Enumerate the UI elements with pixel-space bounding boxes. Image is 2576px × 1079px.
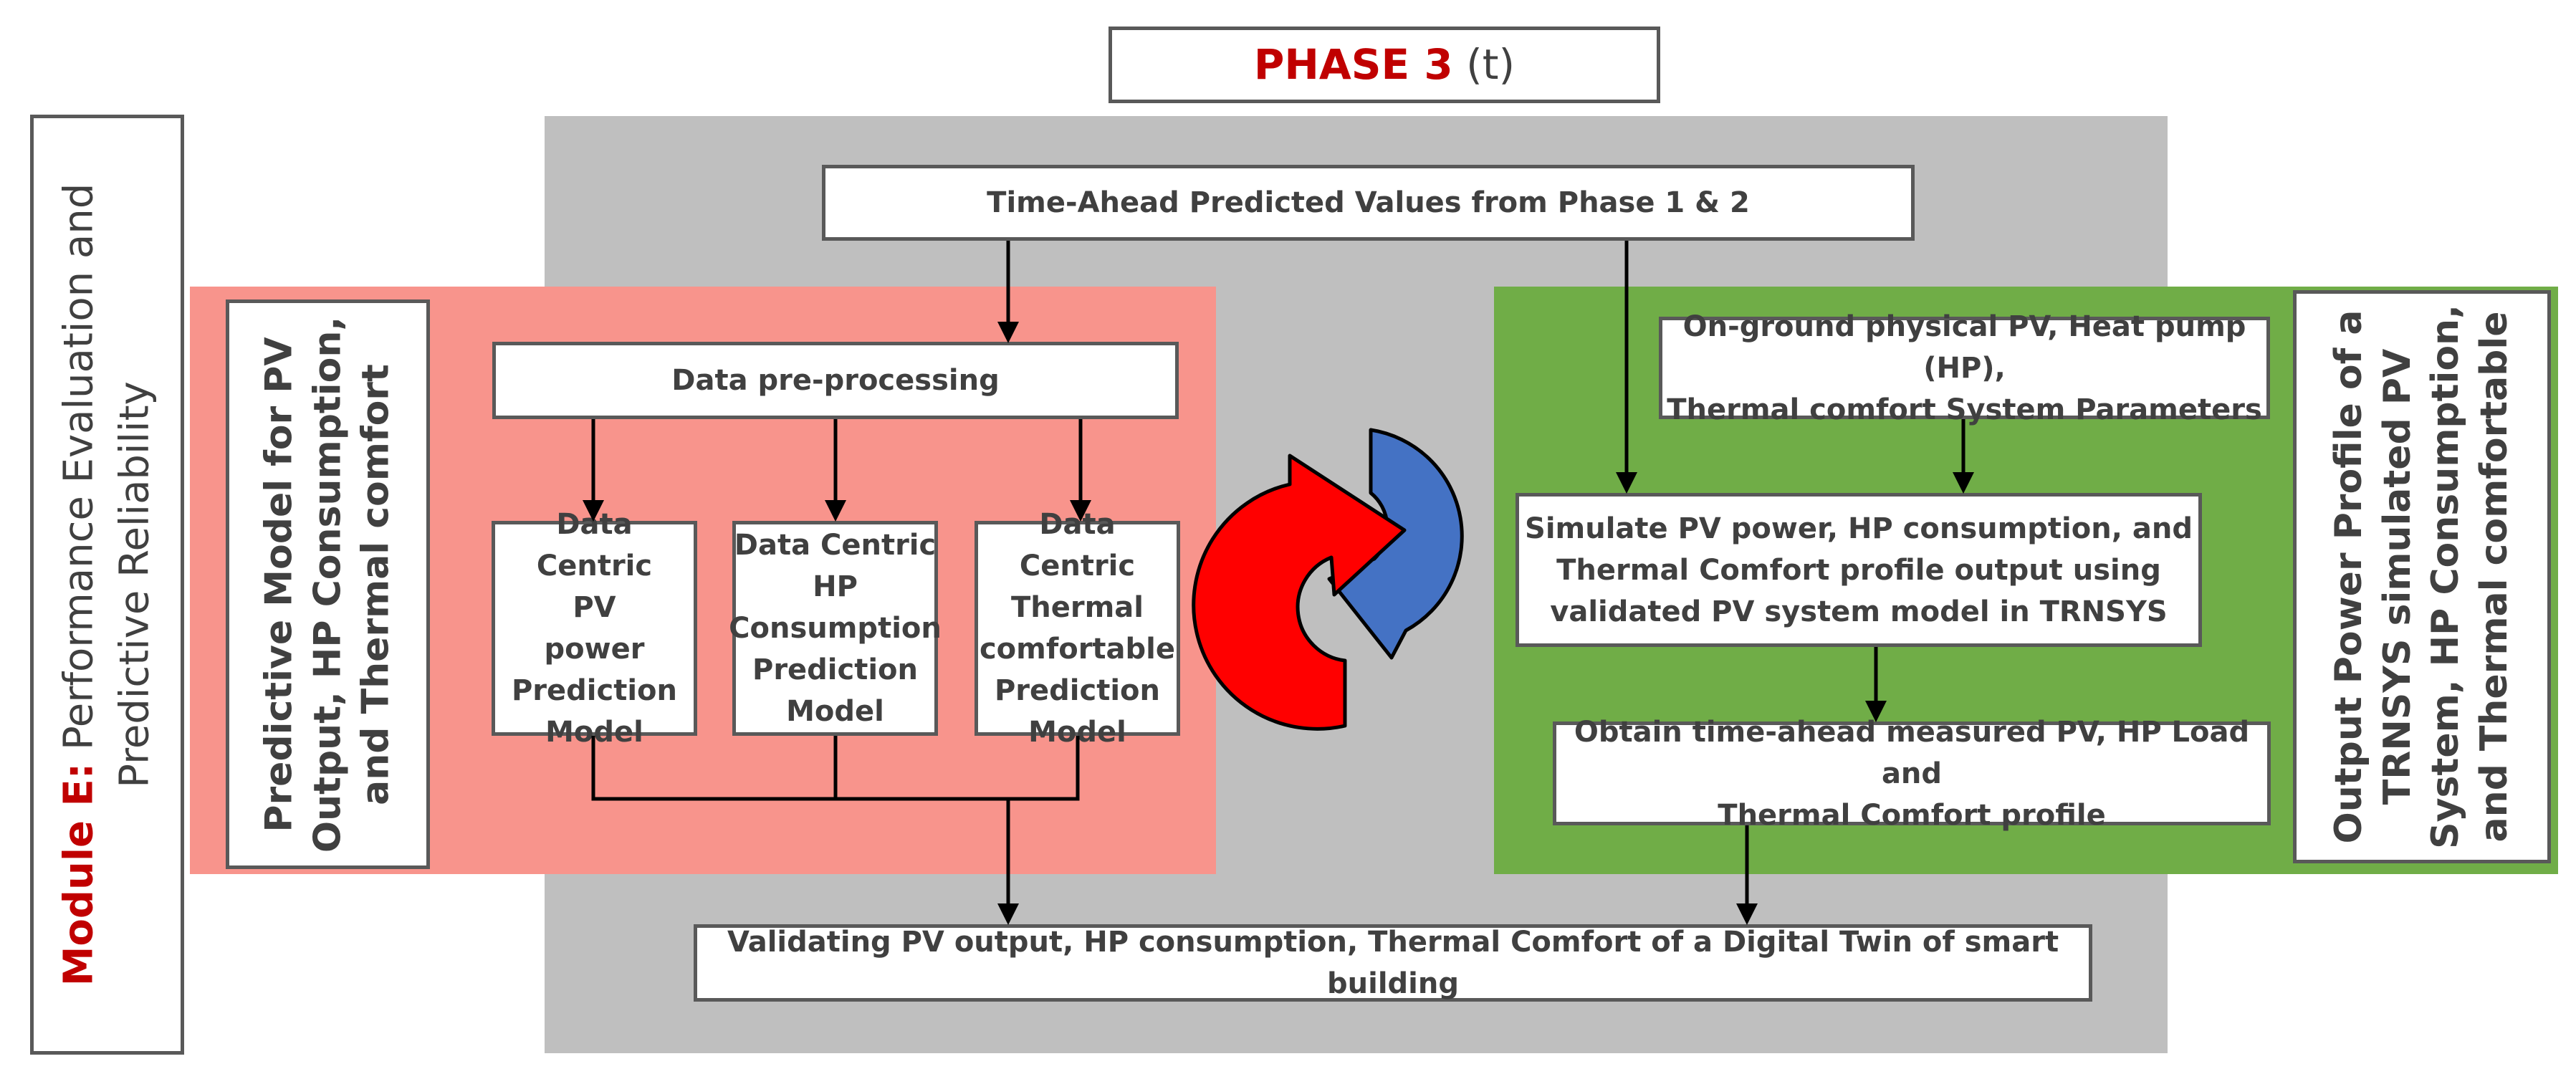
system-parameters-box: On-ground physical PV, Heat pump (HP), T… <box>1659 310 2270 426</box>
hp-consumption-model-box: Data Centric HP Consumption Prediction M… <box>729 521 942 736</box>
phase-title-suffix: (t) <box>1452 40 1516 90</box>
pv-model-line3: power <box>544 633 645 666</box>
data-preprocessing-box: Data pre-processing <box>492 342 1179 419</box>
module-label: Module E: Performance Evaluation and Pre… <box>30 115 184 1055</box>
hp-model-line2: HP <box>813 570 858 603</box>
thermal-model-line2: Thermal <box>1011 591 1144 624</box>
validation-text: Validating PV output, HP consumption, Th… <box>727 926 2059 1000</box>
simulate-line1: Simulate PV power, HP consumption, and <box>1525 512 2193 545</box>
system-parameters-line1: On-ground physical PV, Heat pump (HP), <box>1682 310 2246 385</box>
simulate-line2: Thermal Comfort profile output using <box>1556 553 2161 587</box>
time-ahead-predicted-box: Time-Ahead Predicted Values from Phase 1… <box>822 165 1915 241</box>
output-profile-label: Output Power Profile of a TRNSYS simulat… <box>2293 290 2551 863</box>
hp-model-line3: Consumption <box>729 612 942 645</box>
data-preprocessing-text: Data pre-processing <box>671 364 1000 397</box>
hp-model-line5: Model <box>786 695 884 728</box>
pv-model-line2: PV <box>573 591 616 624</box>
obtain-line1: Obtain time-ahead measured PV, HP Load a… <box>1574 715 2250 790</box>
predictive-model-label: Predictive Model for PV Output, HP Consu… <box>226 299 430 869</box>
thermal-model-line3: comfortable <box>979 633 1176 666</box>
thermal-model-line4: Prediction <box>994 674 1160 707</box>
hp-model-line4: Prediction <box>752 653 919 686</box>
pv-power-model-box: Data Centric PV power Prediction Model <box>492 508 697 749</box>
pv-model-line4: Prediction <box>511 674 677 707</box>
cycle-arrows-icon <box>1192 428 1464 731</box>
simulate-trnsys-box: Simulate PV power, HP consumption, and T… <box>1516 493 2202 647</box>
obtain-measured-box: Obtain time-ahead measured PV, HP Load a… <box>1553 716 2271 832</box>
time-ahead-predicted-text: Time-Ahead Predicted Values from Phase 1… <box>987 186 1750 219</box>
validation-box: Validating PV output, HP consumption, Th… <box>694 924 2092 1002</box>
simulate-line3: validated PV system model in TRNSYS <box>1550 595 2168 628</box>
phase-title-highlight: PHASE 3 <box>1253 40 1453 90</box>
thermal-comfort-model-box: Data Centric Thermal comfortable Predict… <box>975 508 1180 749</box>
obtain-line2: Thermal Comfort profile <box>1718 798 2106 832</box>
hp-model-line1: Data Centric <box>734 529 937 562</box>
red-cycle-arrow <box>1192 454 1407 731</box>
phase-title: PHASE 3 (t) <box>1109 27 1660 103</box>
